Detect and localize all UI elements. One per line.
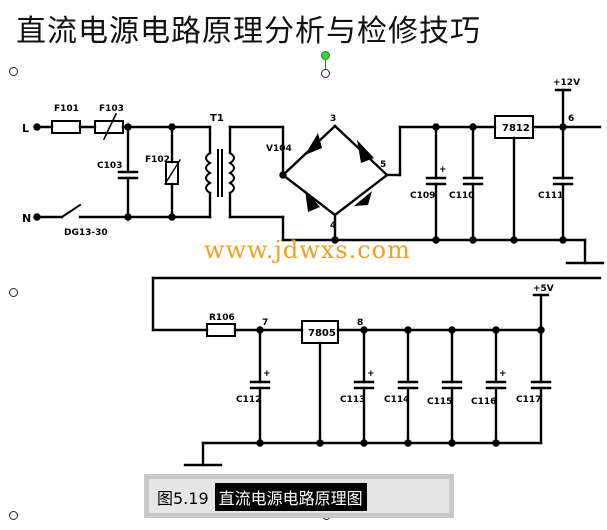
rail-12v-label: +12V bbox=[553, 78, 580, 88]
fuse-f103-thermal-mark bbox=[102, 112, 118, 141]
figure-caption[interactable]: 图5.19 直流电源电路原理图 bbox=[144, 474, 454, 518]
rotation-handle-stem bbox=[325, 59, 326, 70]
regulator-7812-label: 7812 bbox=[502, 123, 530, 134]
capacitor-c113-label: C113 bbox=[340, 395, 365, 405]
page-title: 直流电源电路原理分析与检修技巧 bbox=[16, 14, 481, 49]
node-6-label: 6 bbox=[568, 114, 574, 124]
selection-handle-top-center[interactable] bbox=[321, 69, 330, 78]
figure-caption-text[interactable]: 直流电源电路原理图 bbox=[214, 483, 367, 511]
switch-label: DG13-30 bbox=[64, 228, 108, 238]
terminal-l-label: L bbox=[22, 122, 29, 135]
resistor-r106-label: R106 bbox=[209, 313, 235, 323]
capacitor-c112-label: C112 bbox=[236, 395, 261, 405]
node-5-label: 5 bbox=[380, 160, 386, 170]
regulator-7805-label: 7805 bbox=[308, 328, 336, 339]
c113-polarity: + bbox=[367, 369, 375, 379]
figure-number: 图5.19 bbox=[157, 489, 209, 508]
transformer-t1 bbox=[205, 125, 235, 219]
capacitor-c111-label: C111 bbox=[538, 191, 563, 201]
node-3-label: 3 bbox=[330, 114, 336, 124]
fuse-f101 bbox=[51, 120, 81, 134]
bridge-rectifier-v104 bbox=[281, 124, 389, 217]
rail-5v-label: +5V bbox=[533, 284, 554, 294]
capacitor-c114-label: C114 bbox=[384, 395, 409, 405]
node-7-label: 7 bbox=[262, 318, 268, 328]
switch-dg13-30 bbox=[60, 203, 82, 219]
fuse-f101-label: F101 bbox=[54, 104, 79, 114]
varistor-f102-label: F102 bbox=[145, 155, 170, 165]
capacitor-c116-label: C116 bbox=[471, 397, 496, 407]
c112-polarity: + bbox=[263, 369, 271, 379]
capacitor-c103-label: C103 bbox=[97, 161, 122, 171]
node-8-label: 8 bbox=[357, 318, 363, 328]
capacitor-c117-label: C117 bbox=[516, 395, 541, 405]
capacitor-c110-label: C110 bbox=[449, 191, 474, 201]
watermark: www.jdwxs.com bbox=[204, 236, 411, 264]
capacitor-c109-label: C109 bbox=[410, 191, 435, 201]
transformer-label: T1 bbox=[210, 113, 224, 124]
terminal-n-label: N bbox=[22, 212, 31, 225]
selection-handle-top-left[interactable] bbox=[9, 67, 18, 76]
resistor-r106 bbox=[206, 323, 236, 337]
selection-handle-bottom-left[interactable] bbox=[9, 511, 18, 520]
node-4-label: 4 bbox=[330, 221, 336, 231]
fuse-f103-label: F103 bbox=[99, 104, 124, 114]
capacitor-c115-label: C115 bbox=[427, 397, 452, 407]
bridge-label: V104 bbox=[266, 144, 292, 154]
c116-polarity: + bbox=[499, 369, 507, 379]
selection-handle-middle-left[interactable] bbox=[9, 288, 18, 297]
c109-polarity: + bbox=[439, 165, 447, 175]
